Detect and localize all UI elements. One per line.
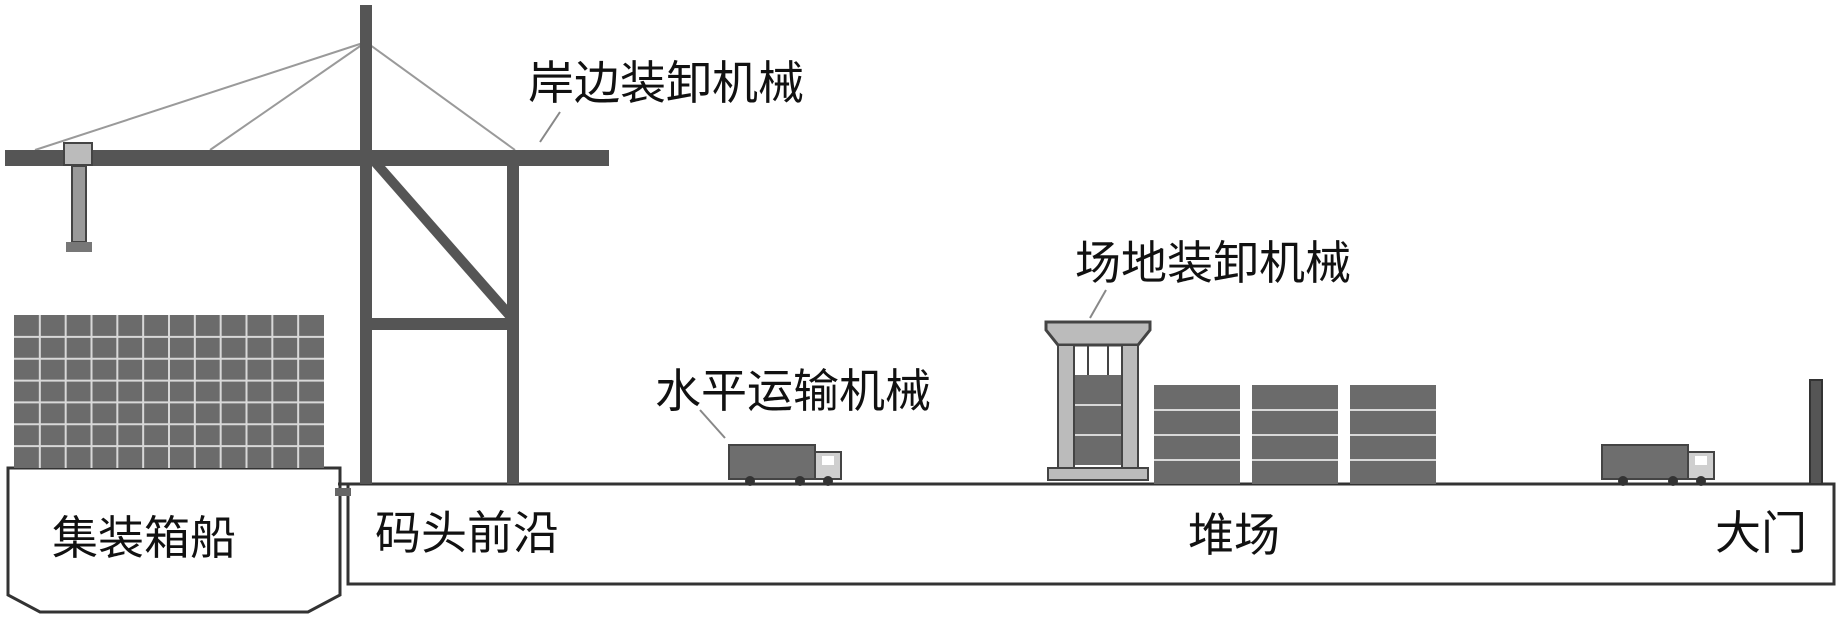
crane-spreader bbox=[66, 242, 92, 252]
crane-rear-leg bbox=[507, 166, 519, 484]
yard-stacks bbox=[1154, 385, 1436, 484]
label-container-ship: 集装箱船 bbox=[52, 511, 236, 565]
label-horizontal-transport: 水平运输机械 bbox=[655, 364, 931, 418]
yard-stack-2 bbox=[1252, 385, 1338, 484]
label-yard-crane: 场地装卸机械 bbox=[1075, 236, 1351, 290]
quay-crane bbox=[5, 5, 609, 484]
yard-crane bbox=[1044, 289, 1152, 481]
crane-diagonal-brace bbox=[372, 166, 510, 320]
yard-crane-leader bbox=[1089, 289, 1107, 319]
crane-hoist bbox=[71, 165, 87, 243]
ship-container-stack bbox=[14, 315, 324, 468]
ship-hull bbox=[6, 466, 342, 614]
crane-trolley bbox=[63, 142, 93, 166]
wharf-base bbox=[346, 482, 1836, 586]
label-gate: 大门 bbox=[1715, 506, 1807, 560]
truck-gate bbox=[1601, 444, 1715, 486]
berth-connector bbox=[335, 488, 351, 496]
yard-stack-1 bbox=[1154, 385, 1240, 484]
truck-leader bbox=[699, 409, 726, 439]
crane-cables bbox=[34, 41, 516, 151]
label-wharf-front: 码头前沿 bbox=[375, 506, 559, 560]
crane-boom bbox=[5, 150, 609, 166]
label-quay-crane: 岸边装卸机械 bbox=[528, 56, 804, 110]
truck-quay bbox=[699, 409, 842, 486]
quay-crane-leader bbox=[539, 111, 561, 143]
crane-cross-beam bbox=[372, 318, 507, 330]
crane-mast bbox=[360, 5, 372, 484]
gate-post bbox=[1809, 379, 1823, 485]
label-yard: 堆场 bbox=[1188, 508, 1280, 562]
yard-stack-3 bbox=[1350, 385, 1436, 484]
